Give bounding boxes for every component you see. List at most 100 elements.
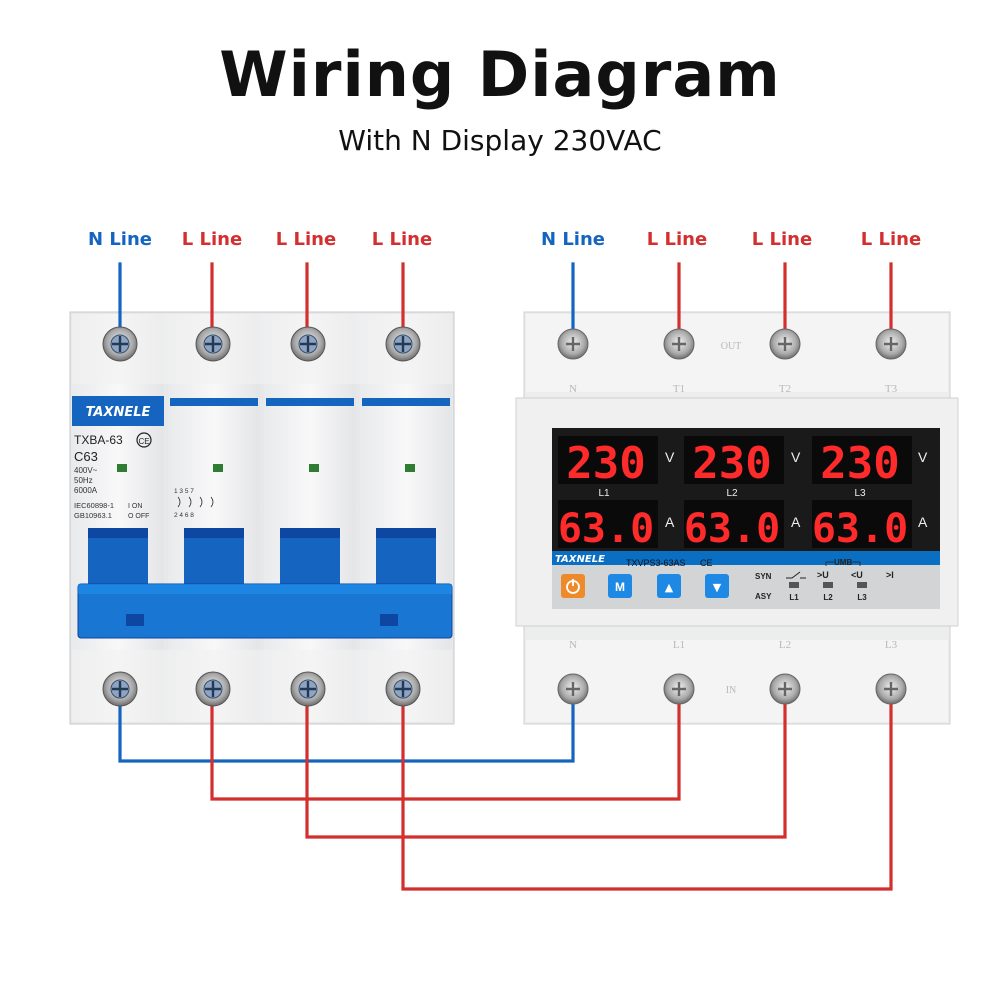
page-title: Wiring Diagram	[219, 38, 781, 111]
current-readouts: 63.0 63.0 63.0 A A A	[558, 500, 928, 552]
current-reading-l1: 63.0	[558, 506, 654, 552]
screw-icon	[557, 328, 589, 360]
screw-icon	[875, 673, 907, 705]
screw-icon	[385, 671, 421, 707]
led-l1	[789, 582, 799, 588]
ce-icon	[136, 432, 152, 448]
breaker-spec-5: GB10963.1	[74, 511, 112, 520]
out-terminal-label-t1: T1	[673, 383, 685, 395]
breaker-input-label-l1: L Line	[181, 229, 243, 250]
wire-l1-link	[210, 686, 681, 801]
up-button[interactable]	[657, 574, 681, 598]
voltage-unit-1: V	[665, 449, 675, 465]
voltage-unit-3: V	[918, 449, 928, 465]
wire-n-link	[118, 686, 575, 763]
in-label: IN	[726, 685, 737, 696]
screw-icon	[195, 671, 231, 707]
screw-icon	[557, 673, 589, 705]
breaker-top-terminal-numbers: 1 3 5 7	[174, 488, 194, 495]
in-terminal-label-l2: L2	[779, 639, 791, 651]
breaker-on-label: I ON	[128, 503, 142, 510]
breaker-indicator-2	[213, 464, 223, 472]
out-terminal-label-t2: T2	[779, 383, 791, 395]
screw-icon	[290, 326, 326, 362]
breaker-model: TXBA-63	[74, 433, 123, 447]
circuit-breaker: TAXNELE TXBA-63 CE C63 400V~ 50Hz 6000A …	[69, 311, 455, 725]
umb-label: UMB	[834, 558, 852, 567]
voltage-readouts: 230 230 230 V V V L1 L2 L3	[558, 436, 928, 499]
out-label: OUT	[721, 341, 742, 352]
current-unit-3: A	[918, 514, 928, 530]
breaker-spec-1: 400V~	[74, 466, 98, 475]
breaker-rating: C63	[74, 449, 98, 464]
page-subtitle: With N Display 230VAC	[338, 124, 662, 157]
breaker-input-label-l3: L Line	[371, 229, 433, 250]
led-l2	[823, 582, 833, 588]
protector-input-label-l1: L Line	[646, 229, 708, 250]
breaker-bottom-terminal-numbers: 2 4 6 8	[174, 512, 194, 519]
phase-label-l1: L1	[598, 488, 610, 499]
current-reading-l3: 63.0	[812, 506, 908, 552]
current-unit-2: A	[791, 514, 801, 530]
protector-input-label-n: N Line	[541, 229, 605, 250]
screw-icon	[663, 673, 695, 705]
wire-l2-link	[305, 686, 787, 839]
up-arrow-icon: ▲	[665, 581, 674, 594]
screw-icon	[290, 671, 326, 707]
voltage-reading-l2: 230	[692, 438, 771, 489]
breaker-off-label: O OFF	[128, 513, 149, 520]
voltage-reading-l3: 230	[820, 438, 899, 489]
phase-label-l3: L3	[854, 488, 866, 499]
breaker-indicator-1	[117, 464, 127, 472]
screw-icon	[102, 671, 138, 707]
in-terminal-label-l3: L3	[885, 639, 898, 651]
indicator-label-l1: L1	[789, 593, 799, 602]
breaker-spec-3: 6000A	[74, 486, 98, 495]
protector-model: TXVPS3-63AS	[626, 558, 686, 568]
screw-icon	[663, 328, 695, 360]
screw-terminals	[102, 326, 907, 707]
wire-l3-link	[401, 686, 893, 891]
screw-icon	[769, 328, 801, 360]
protector-ce-icon: CE	[700, 558, 713, 568]
phase-label-l2: L2	[726, 488, 738, 499]
screw-icon	[769, 673, 801, 705]
breaker-indicator-3	[309, 464, 319, 472]
breaker-indicator-4	[405, 464, 415, 472]
breaker-spec-2: 50Hz	[74, 476, 93, 485]
voltage-protector: TAXNELE TXVPS3-63AS CE 230 230 230 V V V…	[515, 311, 959, 725]
led-l3	[857, 582, 867, 588]
current-reading-l2: 63.0	[684, 506, 780, 552]
asy-label: ASY	[755, 592, 772, 601]
breaker-brand: TAXNELE	[86, 405, 151, 420]
in-terminal-label-l1: L1	[673, 639, 685, 651]
breaker-input-label-l2: L Line	[275, 229, 337, 250]
overvoltage-label: >U	[817, 570, 829, 580]
screw-icon	[195, 326, 231, 362]
screw-icon	[385, 326, 421, 362]
breaker-spec-4: IEC60898-1	[74, 501, 114, 510]
protector-input-label-l3: L Line	[860, 229, 922, 250]
menu-button-label: M	[615, 580, 625, 594]
screw-icon	[875, 328, 907, 360]
current-unit-1: A	[665, 514, 675, 530]
voltage-reading-l1: 230	[566, 438, 645, 489]
out-terminal-label-n: N	[569, 383, 577, 395]
protector-brand: TAXNELE	[555, 554, 605, 565]
out-terminal-label-t3: T3	[885, 383, 898, 395]
menu-button[interactable]	[608, 574, 632, 598]
in-terminal-label-n: N	[569, 639, 577, 651]
down-arrow-icon: ▼	[713, 581, 722, 594]
voltage-unit-2: V	[791, 449, 801, 465]
indicator-label-l3: L3	[857, 593, 867, 602]
svg-text:CE: CE	[138, 437, 149, 446]
overcurrent-label: >I	[886, 570, 894, 580]
screw-icon	[102, 326, 138, 362]
protector-input-label-l2: L Line	[751, 229, 813, 250]
down-button[interactable]	[705, 574, 729, 598]
undervoltage-label: <U	[851, 570, 863, 580]
syn-label: SYN	[755, 572, 772, 581]
indicator-label-l2: L2	[823, 593, 833, 602]
breaker-brand-plate	[72, 396, 164, 426]
